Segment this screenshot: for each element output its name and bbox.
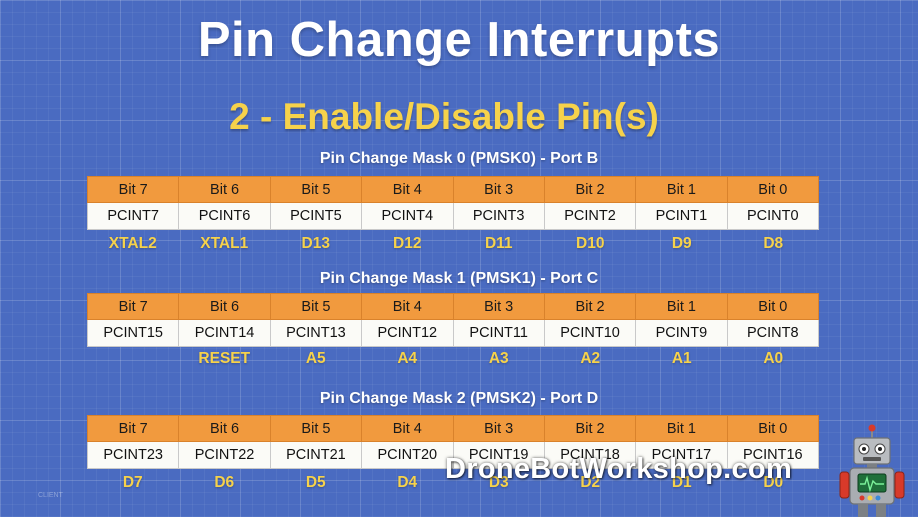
pcint-cell: PCINT4 — [361, 202, 454, 230]
pcint-cell: PCINT0 — [726, 202, 820, 230]
pin-label-row-pmsk0: XTAL2 XTAL1 D13 D12 D11 D10 D9 D8 — [87, 235, 819, 253]
pcint-cell: PCINT5 — [269, 202, 363, 230]
pin-label: D2 — [580, 474, 601, 491]
pin-label: D12 — [393, 235, 422, 252]
pin-label: A4 — [397, 350, 418, 367]
bit-cell: Bit 5 — [269, 176, 363, 203]
bit-header-row: Bit 7 Bit 6 Bit 5 Bit 4 Bit 3 Bit 2 Bit … — [86, 415, 820, 442]
bit-cell: Bit 5 — [269, 415, 363, 442]
pin-label: D4 — [397, 474, 418, 491]
pin-label: A1 — [671, 350, 692, 367]
pin-label: D5 — [305, 474, 326, 491]
pcint-cell: PCINT15 — [86, 319, 180, 347]
register-table-pmsk1: Bit 7 Bit 6 Bit 5 Bit 4 Bit 3 Bit 2 Bit … — [86, 293, 820, 347]
bit-cell: Bit 3 — [452, 415, 545, 442]
pin-label: D8 — [763, 235, 784, 252]
bit-cell: Bit 2 — [543, 293, 637, 320]
pcint-cell: PCINT9 — [635, 319, 728, 347]
bit-cell: Bit 1 — [635, 293, 728, 320]
pcint-name-row: PCINT23 PCINT22 PCINT21 PCINT20 PCINT19 … — [86, 441, 820, 469]
pcint-cell: PCINT13 — [269, 319, 363, 347]
pcint-cell: PCINT22 — [178, 441, 271, 469]
bit-cell: Bit 4 — [361, 293, 454, 320]
bit-cell: Bit 3 — [452, 293, 545, 320]
bit-cell: Bit 6 — [178, 176, 271, 203]
bit-cell: Bit 0 — [726, 415, 820, 442]
register-title-pmsk1: Pin Change Mask 1 (PMSK1) - Port C — [319, 270, 599, 287]
bit-cell: Bit 3 — [452, 176, 545, 203]
bit-cell: Bit 5 — [269, 293, 363, 320]
bit-cell: Bit 7 — [86, 176, 180, 203]
pin-label: D13 — [301, 235, 330, 252]
pcint-cell: PCINT10 — [543, 319, 637, 347]
pcint-cell: PCINT18 — [543, 441, 637, 469]
robot-mascot-icon — [839, 424, 905, 517]
pin-label: XTAL1 — [200, 235, 249, 252]
pin-label: RESET — [198, 350, 251, 367]
pin-label-row-pmsk2: D7 D6 D5 D4 D3 D2 D1 D0 — [87, 474, 819, 492]
bit-header-row: Bit 7 Bit 6 Bit 5 Bit 4 Bit 3 Bit 2 Bit … — [86, 176, 820, 203]
pcint-cell: PCINT2 — [543, 202, 637, 230]
pin-label: A5 — [305, 350, 326, 367]
bit-cell: Bit 6 — [178, 415, 271, 442]
register-table-pmsk0: Bit 7 Bit 6 Bit 5 Bit 4 Bit 3 Bit 2 Bit … — [86, 176, 820, 230]
bit-cell: Bit 4 — [361, 415, 454, 442]
pcint-cell: PCINT16 — [726, 441, 820, 469]
pin-label: A0 — [763, 350, 784, 367]
bit-cell: Bit 1 — [635, 415, 728, 442]
bit-cell: Bit 6 — [178, 293, 271, 320]
pin-label: D7 — [122, 474, 143, 491]
register-table-pmsk2: Bit 7 Bit 6 Bit 5 Bit 4 Bit 3 Bit 2 Bit … — [86, 415, 820, 469]
pcint-cell: PCINT19 — [452, 441, 545, 469]
register-title-pmsk2: Pin Change Mask 2 (PMSK2) - Port D — [319, 390, 599, 407]
page-subtitle: 2 - Enable/Disable Pin(s) — [229, 96, 659, 137]
pcint-cell: PCINT6 — [178, 202, 271, 230]
bit-cell: Bit 0 — [726, 176, 820, 203]
corner-label: CLIENT — [38, 492, 63, 499]
pcint-cell: PCINT14 — [178, 319, 271, 347]
pin-label — [87, 350, 179, 368]
pin-label: D1 — [671, 474, 692, 491]
bit-cell: Bit 2 — [543, 415, 637, 442]
pcint-cell: PCINT23 — [86, 441, 180, 469]
pin-label: D3 — [488, 474, 509, 491]
pcint-cell: PCINT20 — [361, 441, 454, 469]
pcint-cell: PCINT11 — [452, 319, 545, 347]
pcint-cell: PCINT12 — [361, 319, 454, 347]
pin-label: XTAL2 — [108, 235, 157, 252]
bit-cell: Bit 1 — [635, 176, 728, 203]
pcint-cell: PCINT7 — [86, 202, 180, 230]
bit-cell: Bit 4 — [361, 176, 454, 203]
bit-header-row: Bit 7 Bit 6 Bit 5 Bit 4 Bit 3 Bit 2 Bit … — [86, 293, 820, 320]
pin-label: D9 — [671, 235, 692, 252]
pin-label: D10 — [576, 235, 605, 252]
pcint-cell: PCINT21 — [269, 441, 363, 469]
bit-cell: Bit 7 — [86, 293, 180, 320]
pin-label: D11 — [484, 235, 513, 252]
register-title-pmsk0: Pin Change Mask 0 (PMSK0) - Port B — [319, 150, 599, 167]
pcint-name-row: PCINT7 PCINT6 PCINT5 PCINT4 PCINT3 PCINT… — [86, 202, 820, 230]
pcint-cell: PCINT3 — [452, 202, 545, 230]
pin-label: D6 — [214, 474, 235, 491]
bit-cell: Bit 2 — [543, 176, 637, 203]
pin-label-row-pmsk1: RESET A5 A4 A3 A2 A1 A0 — [87, 350, 819, 368]
pcint-cell: PCINT17 — [635, 441, 728, 469]
page-title: Pin Change Interrupts — [197, 13, 721, 67]
pin-label: A3 — [488, 350, 509, 367]
pcint-cell: PCINT8 — [726, 319, 820, 347]
pin-label: A2 — [580, 350, 601, 367]
pcint-name-row: PCINT15 PCINT14 PCINT13 PCINT12 PCINT11 … — [86, 319, 820, 347]
pcint-cell: PCINT1 — [635, 202, 728, 230]
watermark-text: DroneBotWorkshop.com — [445, 453, 793, 485]
bit-cell: Bit 0 — [726, 293, 820, 320]
pin-label: D0 — [763, 474, 784, 491]
bit-cell: Bit 7 — [86, 415, 180, 442]
